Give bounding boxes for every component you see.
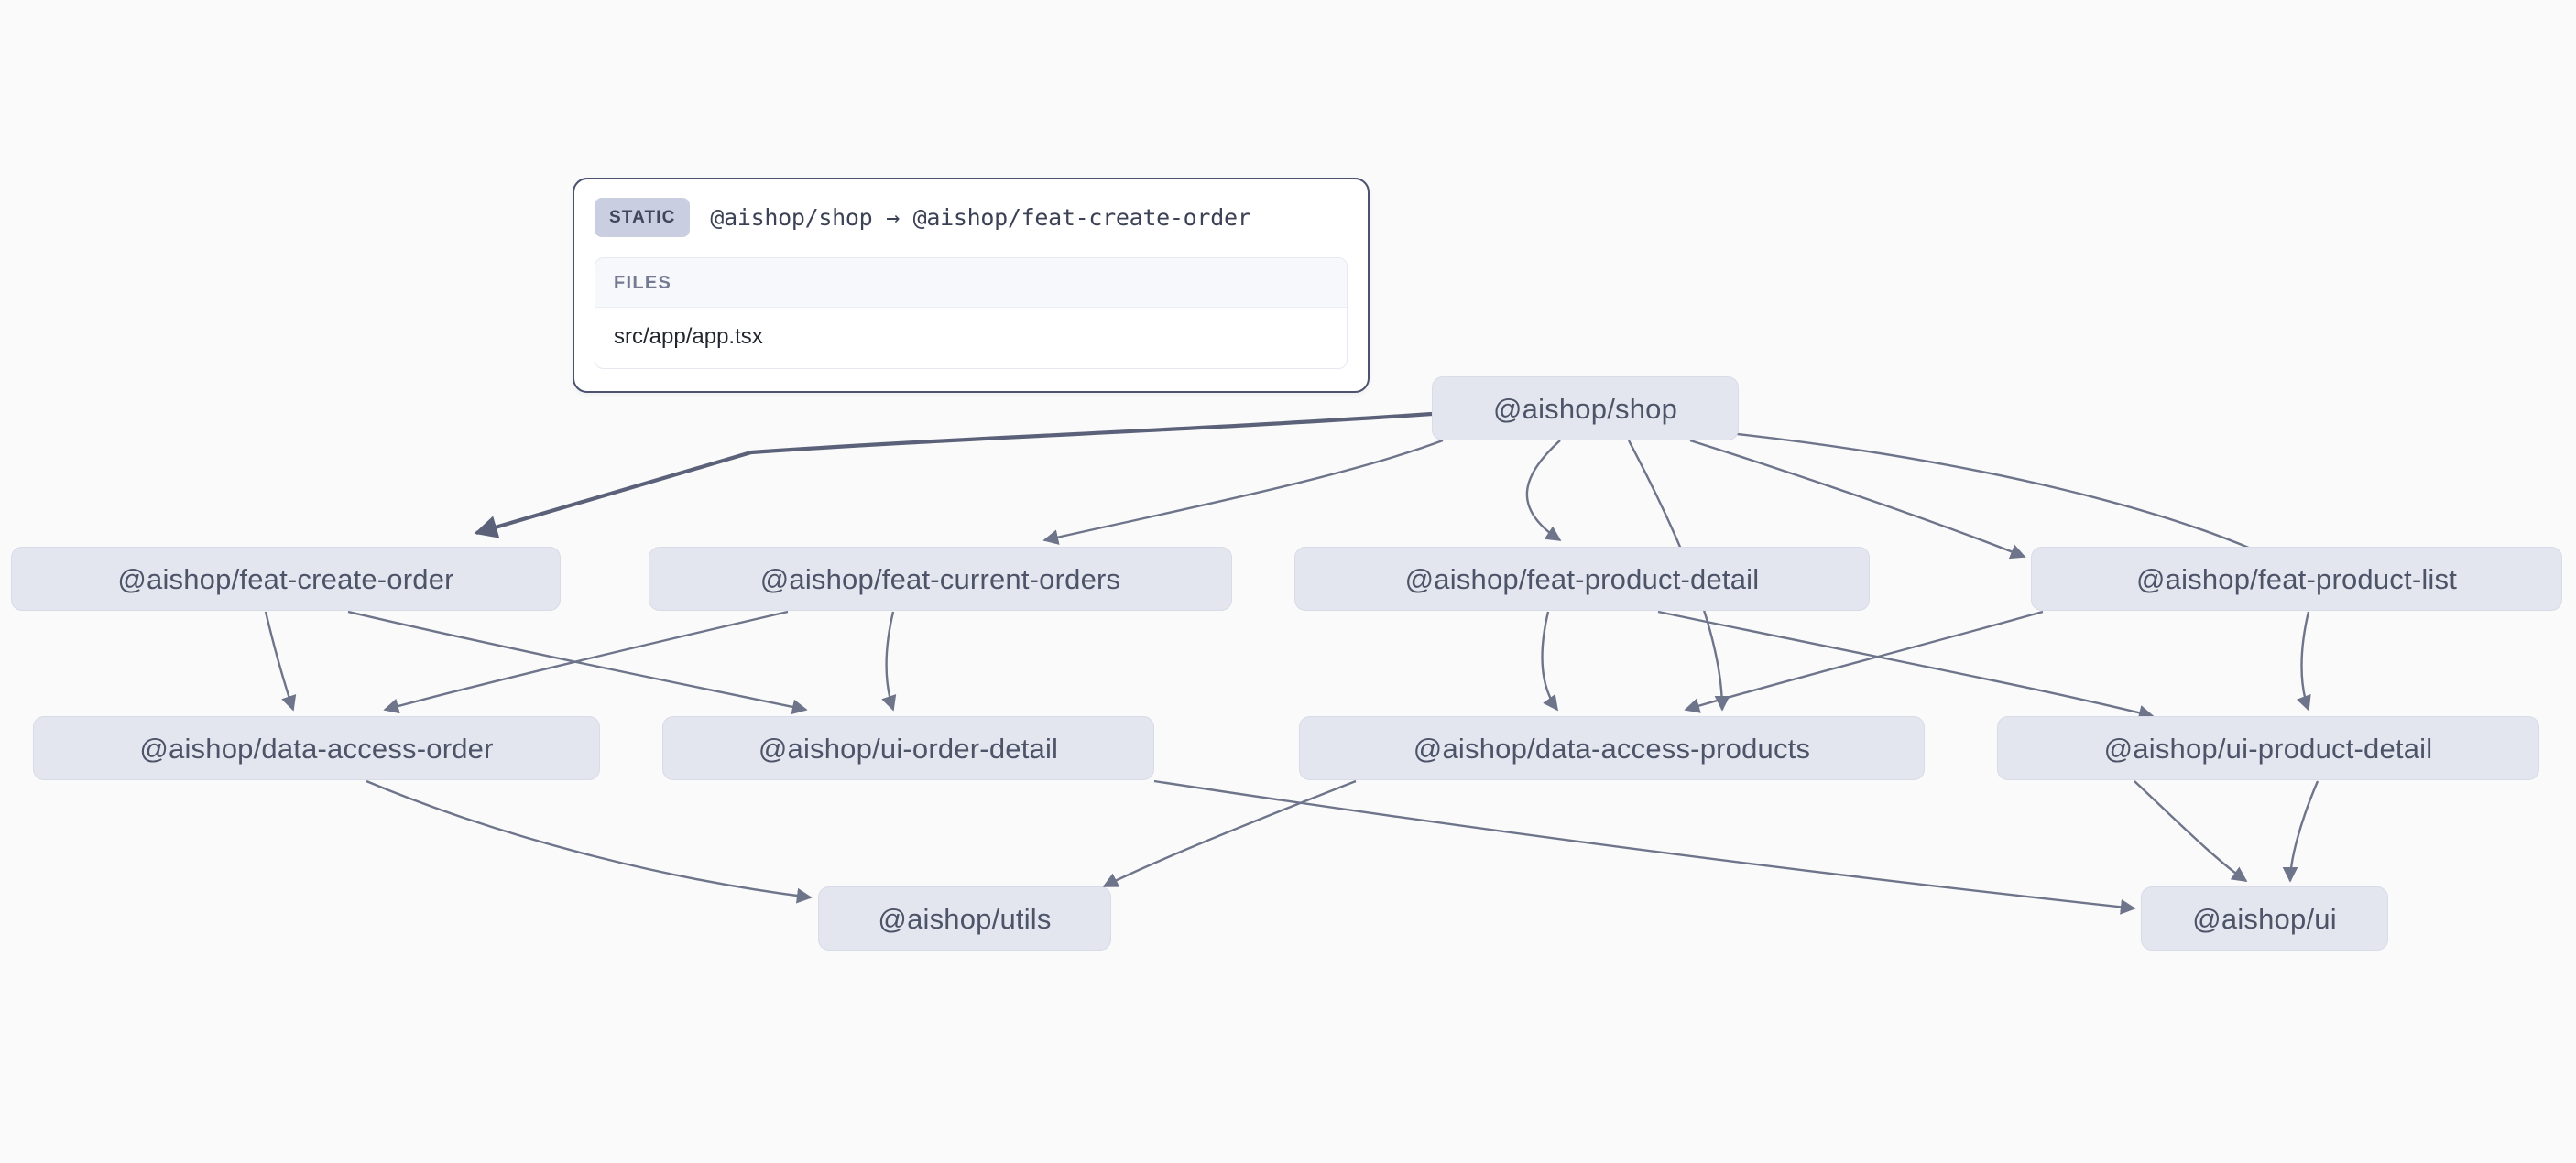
graph-edge-ui-product-detail-to-ui[interactable] — [2282, 780, 2319, 883]
graph-edge-feat-product-list-to-data-access-products[interactable] — [1684, 610, 2044, 713]
graph-edge-feat-current-orders-to-ui-order-detail[interactable] — [881, 611, 897, 712]
tooltip-title: @aishop/shop → @aishop/feat-create-order — [710, 204, 1251, 231]
graph-node-label: @aishop/feat-current-orders — [759, 562, 1121, 595]
graph-node-ui[interactable]: @aishop/ui — [2141, 886, 2388, 951]
static-badge: STATIC — [595, 198, 691, 237]
graph-node-label: @aishop/data-access-products — [1413, 732, 1811, 765]
files-panel-header: FILES — [595, 258, 1347, 308]
graph-node-label: @aishop/ui — [2192, 902, 2337, 935]
graph-edge-shop-to-feat-current-orders[interactable] — [1042, 439, 1444, 545]
graph-node-label: @aishop/feat-product-list — [2135, 562, 2458, 595]
graph-node-data-access-order[interactable]: @aishop/data-access-order — [33, 716, 600, 780]
graph-node-label: @aishop/ui-product-detail — [2103, 732, 2433, 765]
graph-edge-feat-create-order-to-data-access-order[interactable] — [264, 611, 297, 712]
graph-node-shop[interactable]: @aishop/shop — [1432, 376, 1739, 440]
graph-edge-feat-create-order-to-ui-order-detail[interactable] — [347, 610, 808, 715]
graph-node-utils[interactable]: @aishop/utils — [818, 886, 1111, 951]
file-row: src/app/app.tsx — [614, 324, 763, 349]
graph-edge-shop-to-feat-create-order[interactable] — [474, 411, 1433, 538]
graph-edge-feat-product-detail-to-data-access-products[interactable] — [1541, 611, 1558, 712]
graph-node-ui-order-detail[interactable]: @aishop/ui-order-detail — [662, 716, 1154, 780]
graph-edge-shop-to-feat-product-detail[interactable] — [1525, 440, 1562, 542]
graph-node-label: @aishop/feat-product-detail — [1404, 562, 1760, 595]
graph-node-feat-product-list[interactable]: @aishop/feat-product-list — [2031, 547, 2562, 611]
graph-node-label: @aishop/shop — [1492, 392, 1678, 425]
files-panel: FILES src/app/app.tsx — [595, 257, 1348, 369]
tooltip-header: STATIC @aishop/shop → @aishop/feat-creat… — [595, 198, 1348, 237]
graph-node-ui-product-detail[interactable]: @aishop/ui-product-detail — [1997, 716, 2539, 780]
edge-tooltip-card[interactable]: STATIC @aishop/shop → @aishop/feat-creat… — [573, 178, 1370, 393]
graph-node-feat-product-detail[interactable]: @aishop/feat-product-detail — [1294, 547, 1870, 611]
files-list: src/app/app.tsx — [595, 308, 1347, 368]
graph-edge-data-access-products-to-utils[interactable] — [1102, 779, 1357, 888]
graph-edge-feat-product-list-to-ui-product-detail[interactable] — [2296, 611, 2311, 712]
graph-edge-shop-to-feat-product-list[interactable] — [1689, 439, 2026, 560]
graph-node-label: @aishop/data-access-order — [139, 732, 494, 765]
graph-edge-ui-order-detail-to-ui[interactable] — [1153, 779, 2136, 915]
graph-node-label: @aishop/ui-order-detail — [758, 732, 1059, 765]
graph-node-data-access-products[interactable]: @aishop/data-access-products — [1299, 716, 1925, 780]
graph-node-label: @aishop/feat-create-order — [117, 562, 454, 595]
graph-edge-feat-current-orders-to-data-access-order[interactable] — [383, 610, 789, 714]
graph-edge-ui-product-detail-to-ui[interactable] — [2134, 780, 2248, 882]
graph-edges — [264, 411, 2319, 915]
graph-edge-data-access-order-to-utils[interactable] — [366, 779, 813, 904]
graph-node-feat-create-order[interactable]: @aishop/feat-create-order — [11, 547, 561, 611]
graph-node-label: @aishop/utils — [878, 902, 1052, 935]
graph-edge-feat-product-detail-to-ui-product-detail[interactable] — [1657, 610, 2155, 721]
graph-node-feat-current-orders[interactable]: @aishop/feat-current-orders — [649, 547, 1232, 611]
